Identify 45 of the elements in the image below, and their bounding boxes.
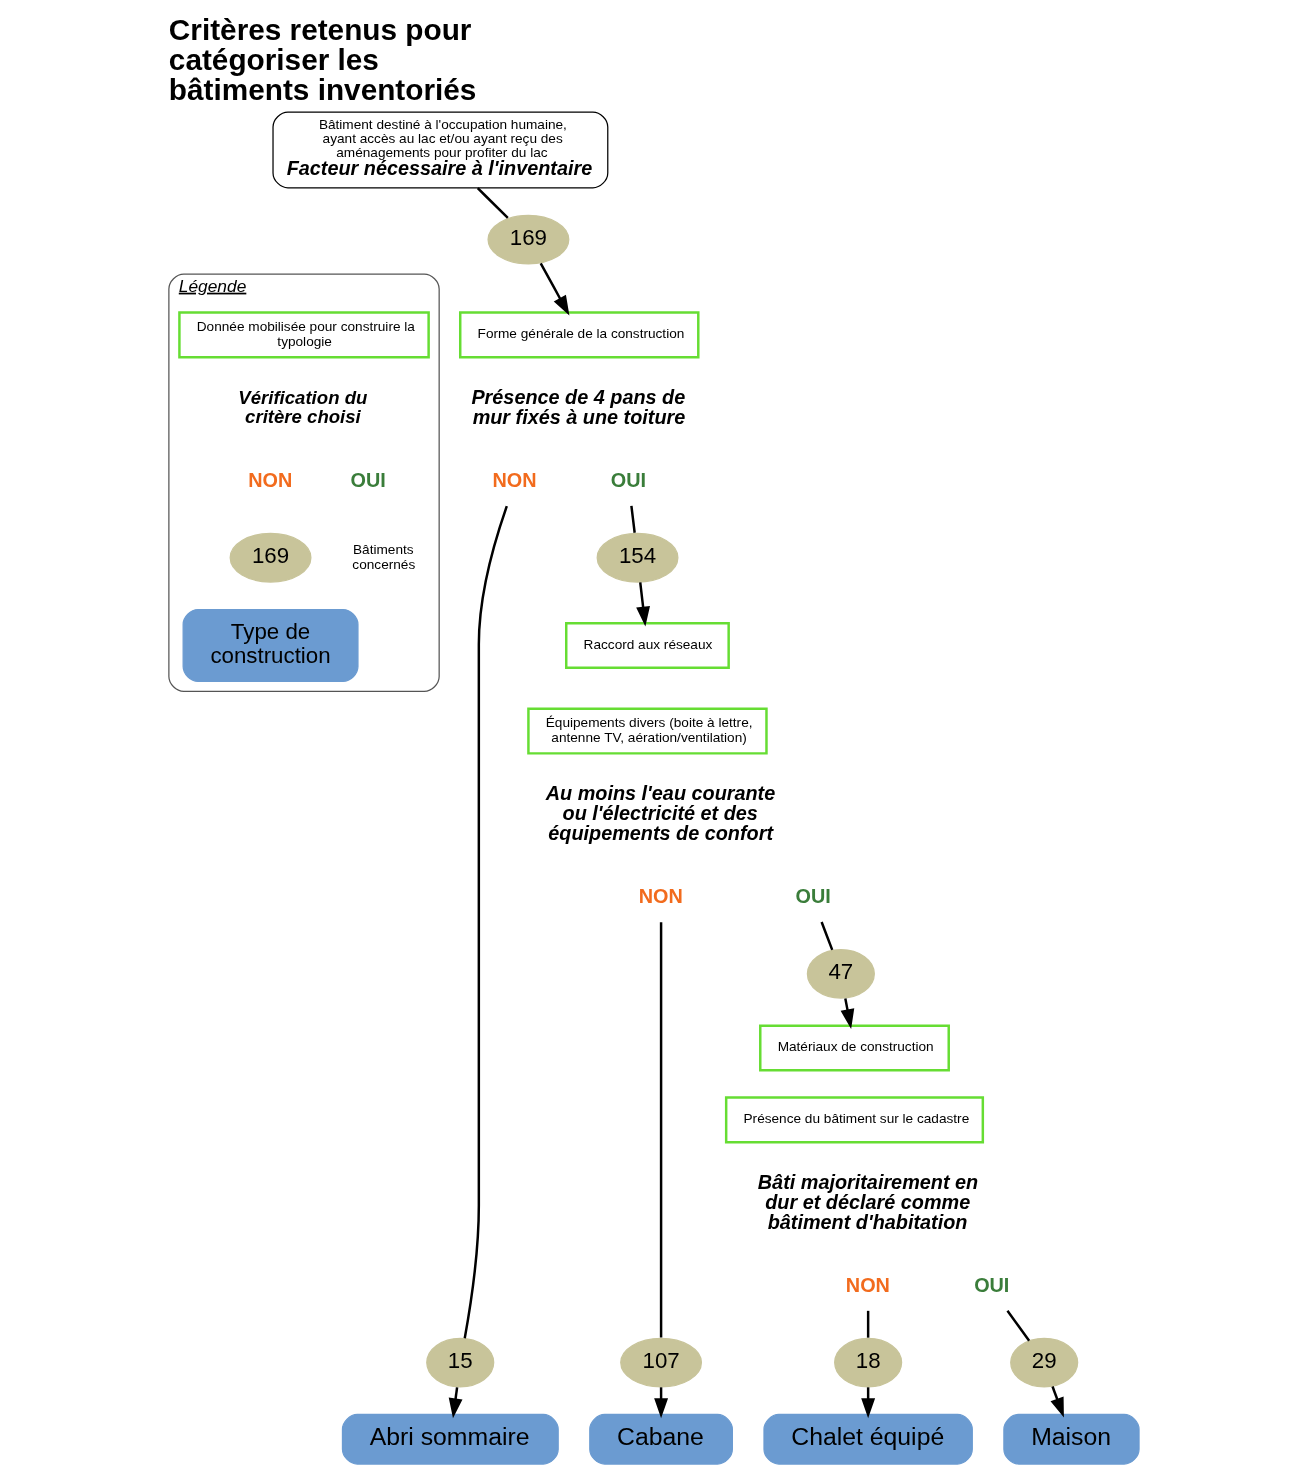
label: OUI	[350, 469, 386, 492]
diagram-title: Critères retenus pour catégoriser les bâtiments inventoriés	[168, 13, 477, 106]
node-text: Bâti majoritairement en dur et déclaré comme bâtiment d'habitation	[757, 1171, 979, 1233]
arrow	[448, 1387, 463, 1419]
connector	[476, 187, 509, 219]
node-text: OUI	[795, 885, 831, 908]
node-box: Type de construction	[182, 608, 359, 683]
arrow	[539, 262, 570, 316]
node-text: NON	[845, 1273, 890, 1296]
node-ellipse: 18	[834, 1337, 903, 1388]
connector	[659, 922, 663, 1338]
node-ellipse: 107	[620, 1337, 703, 1388]
node-box: Cabane	[589, 1413, 733, 1465]
node-box: Donnée mobilisée pour construire la typologie	[178, 311, 430, 359]
node-box: Matériaux de construction	[759, 1024, 950, 1072]
node-box: Chalet équipé	[763, 1413, 973, 1465]
node-ellipse: 169	[229, 532, 312, 583]
node-box: Bâtiment destiné à l'occupation humaine, ayant accès au lac et/ou ayant reçu des aménagements pour profiter du lac Facteur nécessaire à l'inventaire	[272, 111, 609, 189]
node-box: Équipements divers (boite à lettre, antenne TV, aération/ventilation)	[527, 707, 768, 755]
node-box: Présence du bâtiment sur le cadastre	[724, 1096, 985, 1144]
node-text: NON	[638, 885, 683, 908]
connector	[630, 505, 636, 533]
connector	[463, 505, 508, 1339]
connector	[1006, 1310, 1031, 1342]
node-text: Présence de 4 pans de mur fixés à une toiture	[471, 386, 686, 428]
node-box: Maison	[1003, 1413, 1140, 1465]
node-text: Au moins l'eau courante ou l'électricité et des équipements de confort	[545, 782, 776, 844]
node-label: Bâtiments concernés	[352, 541, 416, 572]
label: Vérification du critère choisi	[238, 387, 368, 427]
node-ellipse: 169	[487, 214, 570, 265]
node-box: Forme générale de la construction	[459, 311, 700, 359]
arrow	[840, 998, 855, 1030]
node-text: NON	[492, 469, 537, 492]
node-text: OUI	[610, 469, 647, 492]
node-box: Raccord aux réseaux	[565, 621, 730, 670]
node-ellipse: 47	[806, 948, 875, 999]
node-ellipse: 29	[1010, 1337, 1079, 1388]
node-ellipse: 15	[426, 1337, 495, 1388]
node-box: Abri sommaire	[341, 1413, 559, 1465]
label: NON	[248, 469, 293, 492]
node-ellipse: 154	[596, 532, 679, 583]
connector	[820, 921, 834, 951]
connector	[866, 1310, 870, 1338]
arrow	[636, 582, 650, 627]
node-text: OUI	[974, 1273, 1010, 1296]
